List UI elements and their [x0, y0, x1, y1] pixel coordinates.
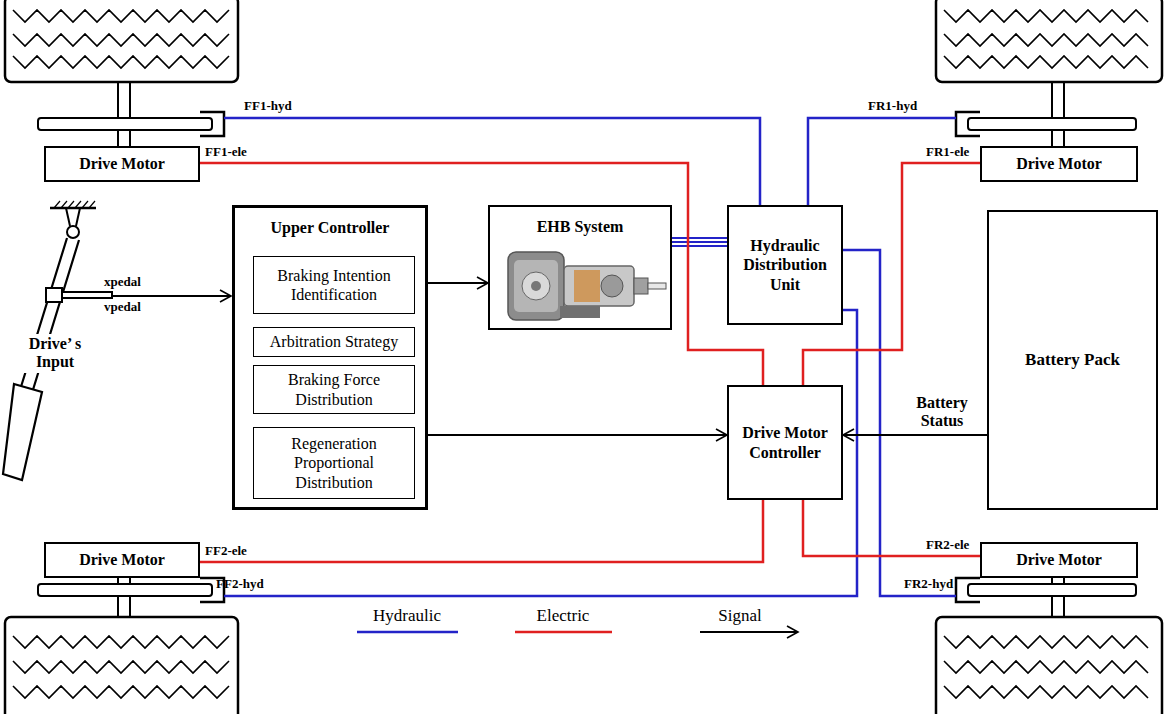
force-label: FR1-hyd: [868, 99, 948, 114]
connector-label: Battery Status: [900, 394, 984, 431]
connector-line: [803, 500, 980, 556]
tire: [936, 617, 1162, 714]
ehb-unit-picture: [508, 252, 666, 320]
node-title: Braking Intention Identification: [260, 266, 408, 304]
battery-box: Battery Pack: [987, 210, 1158, 510]
legend-sample: [357, 631, 458, 634]
tire-tread: [13, 686, 229, 698]
motor-box: Drive Motor: [44, 146, 200, 182]
node-title: Drive Motor: [79, 550, 165, 569]
connector-line: [672, 237, 727, 239]
node-title: Drive Motor: [1016, 550, 1102, 569]
connector-line: [672, 241, 727, 243]
tire-tread: [944, 34, 1148, 46]
tire: [936, 0, 1162, 82]
tire: [5, 0, 238, 82]
tire-tread: [944, 661, 1148, 673]
tire-tread: [944, 636, 1148, 648]
brake-disc: [38, 118, 1136, 596]
function-box: Braking Force Distribution: [253, 365, 415, 414]
axle: [118, 82, 1064, 617]
ground-hatch: [89, 201, 95, 208]
connector-label: FF1-ele: [205, 145, 285, 160]
ehb-box: EHB System: [488, 205, 672, 330]
connector-label: FF2-ele: [205, 544, 285, 559]
process-box: Drive Motor Controller: [727, 385, 843, 500]
connector-line: [428, 434, 727, 436]
electric-connector: [803, 500, 980, 556]
force-label: FR2-hyd: [904, 577, 956, 592]
ground-hatch: [68, 201, 74, 208]
connector-line: [843, 434, 987, 436]
tire-tread: [13, 10, 229, 22]
node-title: EHB System: [537, 217, 624, 236]
tire: [5, 617, 238, 714]
node-title: Upper Controller: [271, 218, 390, 237]
signal-connector: [428, 283, 488, 284]
connector-label: FR2-ele: [926, 538, 978, 553]
brake-caliper: [200, 112, 980, 602]
tire-tread: [944, 686, 1148, 698]
node-title: Arbitration Strategy: [270, 332, 398, 351]
function-box: Regeneration Proportional Distribution: [253, 427, 415, 499]
tire-tread: [13, 636, 229, 648]
node-title: Drive Motor Controller: [733, 423, 837, 461]
motor-box: Drive Motor: [44, 542, 200, 578]
ground-hatch: [75, 201, 81, 208]
connector-label: FR1-ele: [926, 145, 978, 160]
brake-pedal: [3, 201, 112, 480]
node-title: Drive Motor: [79, 154, 165, 173]
tire-tread: [944, 10, 1148, 22]
ground-hatch: [61, 201, 67, 208]
connector-line: [200, 163, 763, 385]
electric-connector: [200, 163, 763, 385]
legend-text: Electric: [503, 606, 623, 626]
force-label: FF1-hyd: [244, 99, 324, 114]
node-title: Regeneration Proportional Distribution: [260, 434, 408, 492]
function-box: Arbitration Strategy: [253, 327, 415, 357]
function-box: Braking Intention Identification: [253, 256, 415, 314]
node-title: Hydraulic Distribution Unit: [733, 236, 837, 294]
hydraulic-line: [224, 118, 956, 596]
process-box: Hydraulic Distribution Unit: [727, 205, 843, 325]
signal-name: xpedal: [104, 275, 164, 290]
ground-hatch: [82, 201, 88, 208]
signal-connector: [843, 435, 987, 436]
controller-group: Upper ControllerBraking Intention Identi…: [232, 205, 428, 510]
node-title: Drive Motor: [1016, 154, 1102, 173]
signal-connector: [428, 435, 727, 436]
tire-tread: [13, 661, 229, 673]
signal-name: vpedal: [104, 300, 164, 315]
legend-sample: [515, 631, 612, 634]
node-title: Braking Force Distribution: [258, 370, 410, 408]
motor-box: Drive Motor: [980, 146, 1138, 182]
legend-text: Hydraulic: [347, 606, 467, 626]
force-label: FF2-hyd: [216, 577, 296, 592]
tire-tread: [944, 56, 1148, 68]
ground-hatch: [54, 201, 60, 208]
hydraulic-connector: [672, 238, 727, 246]
input-label: Drive’ s Input: [14, 334, 96, 373]
connector-line: [672, 245, 727, 247]
connector-line: [428, 282, 488, 284]
motor-box: Drive Motor: [980, 542, 1138, 578]
legend-sample: [700, 631, 798, 633]
tire-tread: [13, 34, 229, 46]
signal-arrow: [112, 295, 231, 297]
tire-tread: [13, 56, 229, 68]
node-title: Battery Pack: [1025, 350, 1120, 370]
legend-text: Signal: [680, 606, 800, 626]
